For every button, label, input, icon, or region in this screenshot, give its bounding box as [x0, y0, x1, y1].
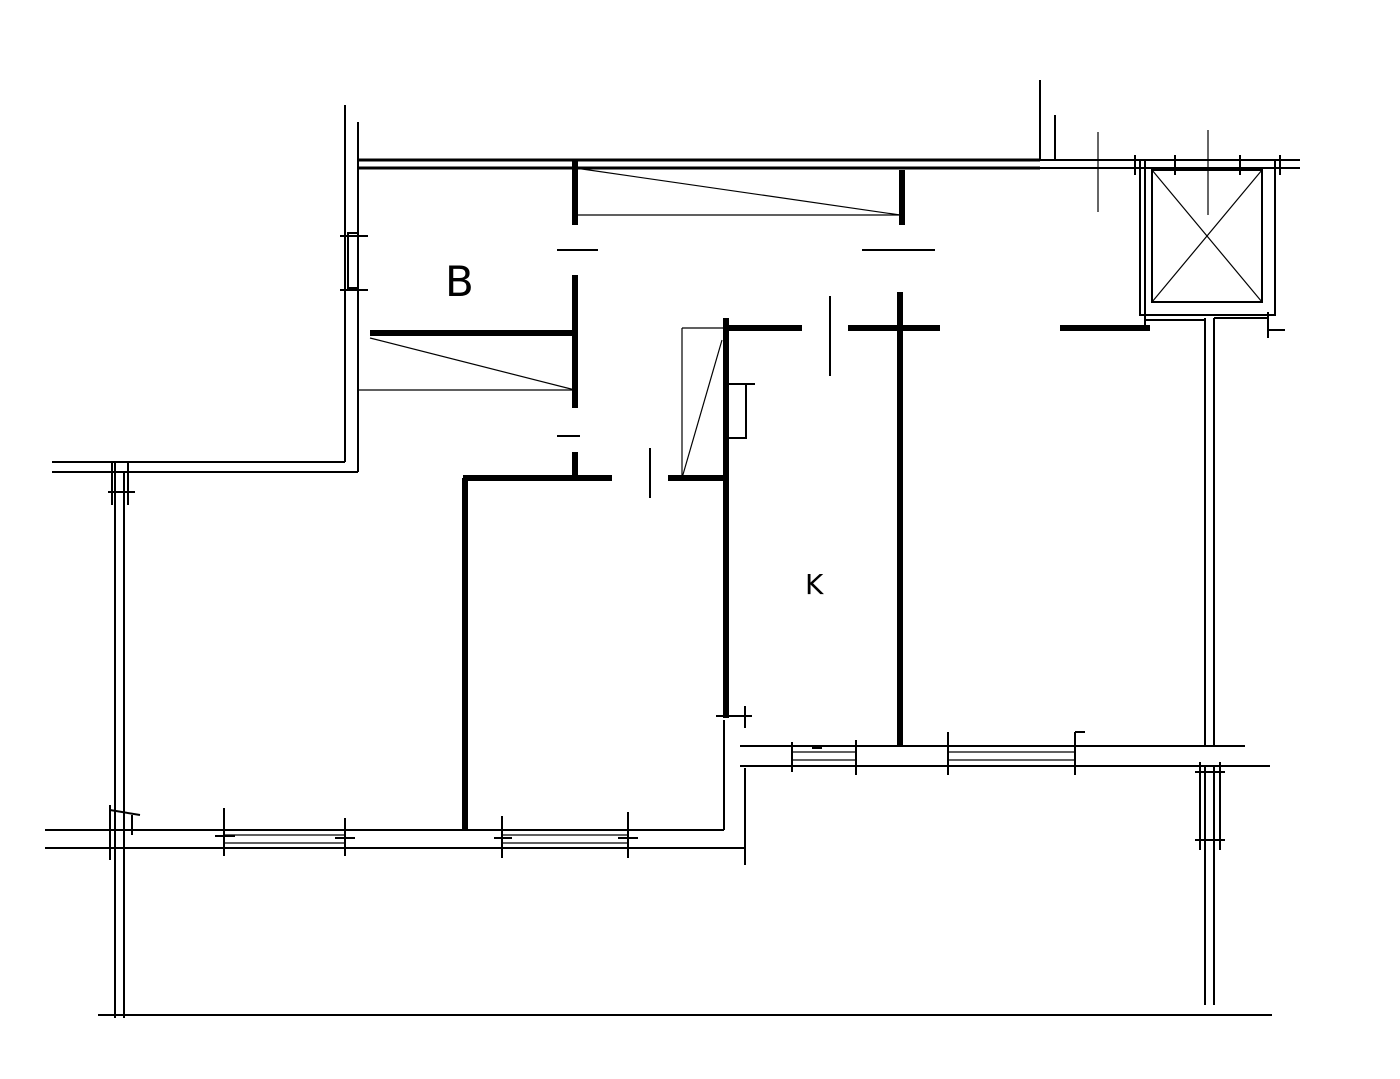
- interior-walls: [370, 160, 1268, 830]
- outer-walls: [45, 80, 1300, 1018]
- room-label-kitchen: K: [805, 568, 824, 601]
- doors: [358, 167, 935, 498]
- room-label-bathroom: B: [445, 257, 474, 306]
- windows: [108, 232, 1225, 860]
- shaft: [1097, 130, 1285, 338]
